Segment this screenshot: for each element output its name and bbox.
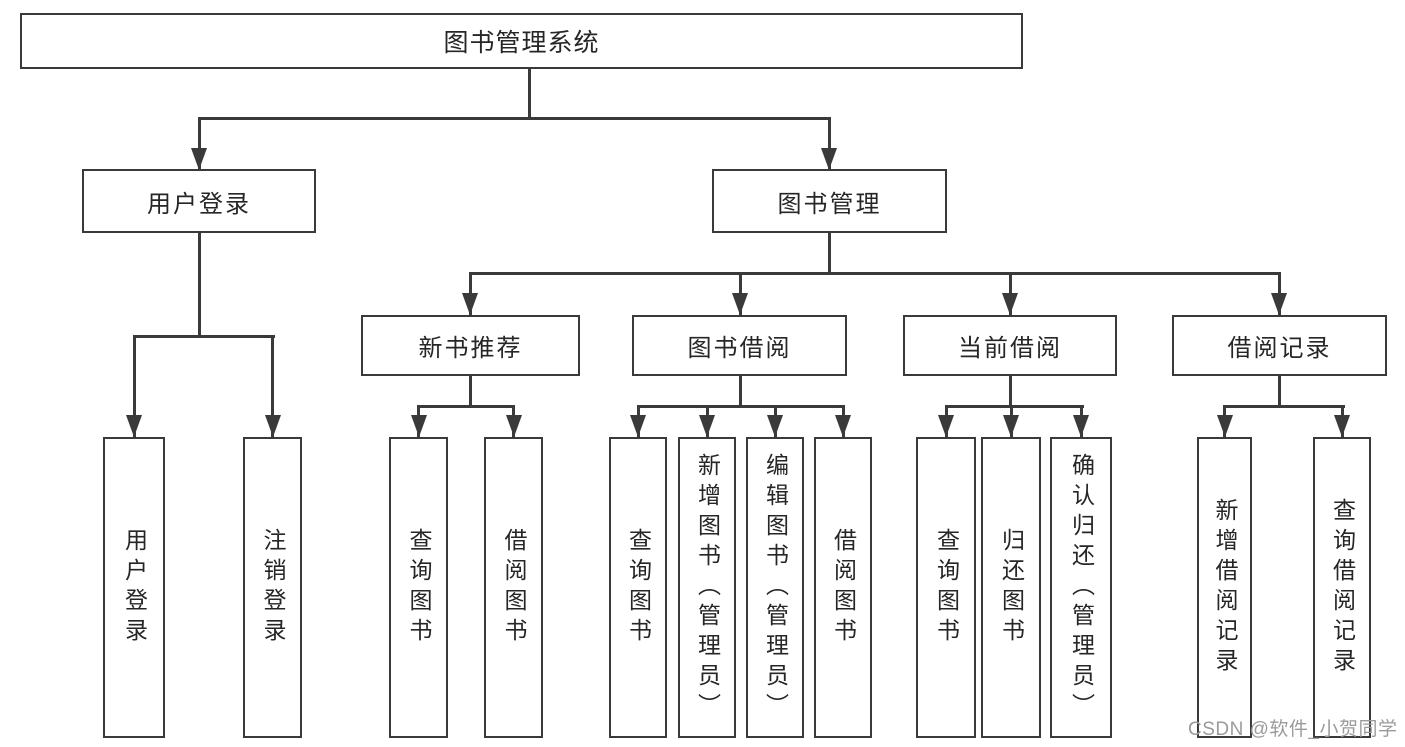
node-new-book-recommend: 新书推荐: [361, 315, 580, 376]
connector-line: [132, 336, 136, 437]
connector-line: [468, 271, 1281, 275]
node-book-management: 图书管理: [712, 169, 947, 233]
arrow-down-icon: [938, 415, 954, 437]
arrow-down-icon: [1003, 415, 1019, 437]
connector-line: [197, 233, 201, 336]
arrow-down-icon: [505, 415, 522, 437]
node-user-login-leaf: 用户登录: [103, 437, 165, 738]
node-bb-add-books-admin: 新增图书（管理员）: [678, 437, 736, 738]
connector-line: [738, 376, 742, 406]
csdn-watermark: CSDN @软件_小贺同学: [1188, 719, 1398, 740]
arrow-down-icon: [1271, 293, 1287, 315]
arrow-down-icon: [264, 415, 281, 437]
arrow-down-icon: [410, 415, 427, 437]
arrow-down-icon: [732, 293, 748, 315]
node-bb-borrow-books: 借阅图书: [814, 437, 872, 738]
arrow-down-icon: [835, 415, 851, 437]
connector-line: [468, 376, 472, 406]
node-nb-query-books: 查询图书: [389, 437, 448, 738]
node-root-library-system: 图书管理系统: [20, 13, 1023, 69]
arrow-down-icon: [191, 148, 207, 170]
arrow-down-icon: [126, 415, 142, 437]
arrow-down-icon: [821, 148, 837, 170]
connector-line: [197, 116, 831, 120]
connector-line: [944, 404, 1084, 408]
node-book-borrow: 图书借阅: [632, 315, 847, 376]
node-cb-return-books: 归还图书: [981, 437, 1041, 738]
node-br-query-record: 查询借阅记录: [1313, 437, 1371, 738]
arrow-down-icon: [1216, 415, 1233, 437]
arrow-down-icon: [630, 415, 646, 437]
node-current-borrow: 当前借阅: [903, 315, 1117, 376]
node-br-add-record: 新增借阅记录: [1197, 437, 1252, 738]
connector-line: [1008, 376, 1012, 406]
arrow-down-icon: [699, 415, 715, 437]
node-bb-edit-books-admin: 编辑图书（管理员）: [746, 437, 804, 738]
connector-line: [827, 118, 831, 170]
node-nb-borrow-books: 借阅图书: [484, 437, 543, 738]
arrow-down-icon: [1073, 415, 1089, 437]
arrow-down-icon: [462, 293, 478, 315]
connector-line: [827, 233, 831, 273]
node-bb-query-books: 查询图书: [609, 437, 667, 738]
node-cb-confirm-return-admin: 确认归还（管理员）: [1050, 437, 1112, 738]
node-logout: 注销登录: [243, 437, 302, 738]
connector-line: [271, 336, 274, 437]
connector-line: [527, 69, 531, 118]
arrow-down-icon: [767, 415, 783, 437]
arrow-down-icon: [1002, 293, 1018, 315]
node-user-login: 用户登录: [82, 169, 316, 233]
connector-line: [417, 404, 515, 408]
connector-line: [1277, 376, 1281, 406]
connector-line: [132, 334, 275, 338]
arrow-down-icon: [1334, 415, 1350, 437]
connector-line: [636, 404, 845, 408]
node-borrow-records: 借阅记录: [1172, 315, 1387, 376]
node-cb-query-books: 查询图书: [916, 437, 976, 738]
connector-line: [197, 118, 201, 170]
connector-line: [1223, 404, 1345, 408]
